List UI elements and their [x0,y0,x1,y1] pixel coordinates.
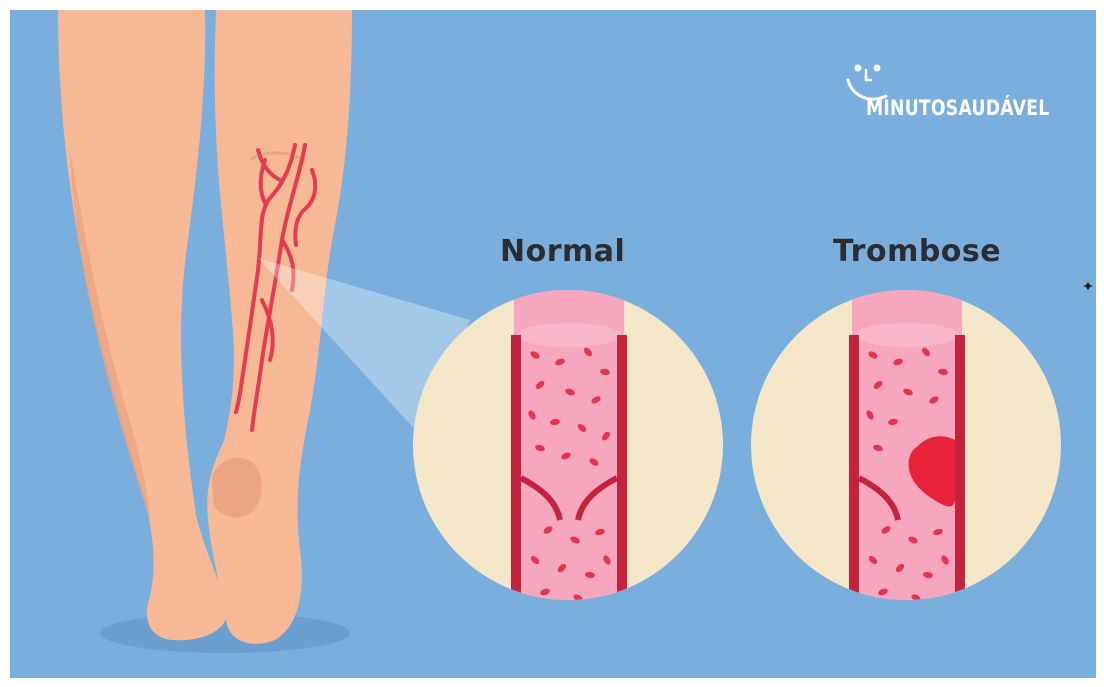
thrombosis-label: Trombose [833,234,1001,269]
right-heel [212,458,262,518]
normal-label: Normal [500,234,625,269]
logo-text: MINUTOSAUDÁVEL [866,96,1049,120]
